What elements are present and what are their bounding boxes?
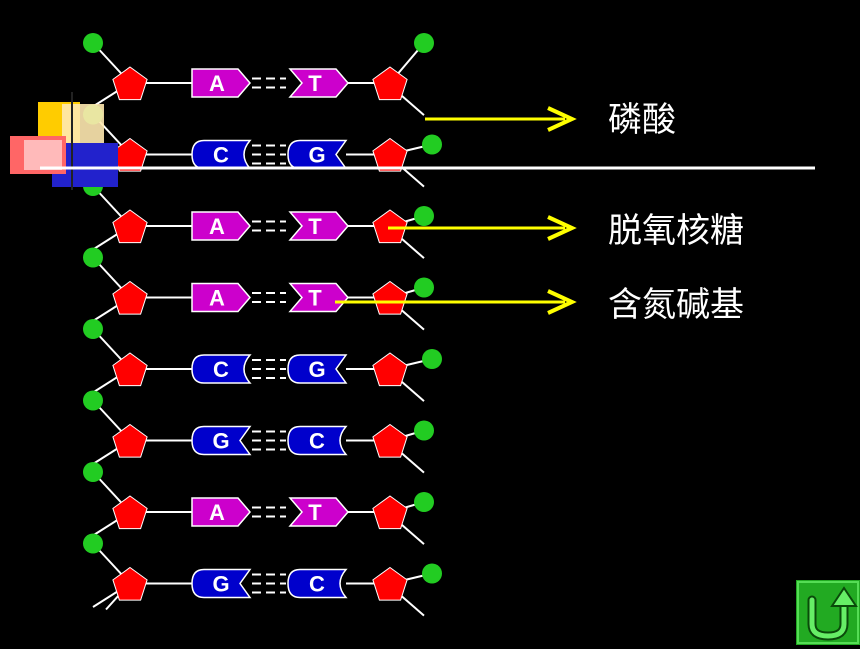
deoxyribose-pentagon <box>112 566 148 601</box>
base-G: G <box>191 425 252 456</box>
hydrogen-bond <box>252 573 286 594</box>
base-letter: T <box>308 214 322 239</box>
base-letter: C <box>309 572 325 597</box>
phosphate-circle <box>414 492 434 512</box>
base-shape <box>287 354 348 384</box>
hydrogen-bond <box>252 292 286 303</box>
phosphate-circle <box>414 33 434 53</box>
base-pair-rungs: A T C G A T A T C G G C A T G C <box>144 68 378 599</box>
phosphate-circle <box>83 247 103 268</box>
deoxyribose-label: 脱氧核糖 <box>608 211 744 251</box>
base-letter: C <box>213 357 229 382</box>
base-shape <box>191 497 251 527</box>
back-button[interactable] <box>796 580 860 645</box>
base-A: A <box>191 282 251 313</box>
base-shape <box>288 282 349 313</box>
phosphate-circle <box>83 462 103 482</box>
hydrogen-bond <box>252 506 286 518</box>
deoxyribose-pentagon <box>372 495 408 530</box>
base-C: C <box>191 354 252 384</box>
base-letter: G <box>308 143 325 168</box>
phosphate-circle <box>83 319 103 339</box>
base-T: T <box>288 497 349 527</box>
base-letter: G <box>308 357 325 382</box>
deoxyribose-sugars <box>112 66 408 601</box>
slide-decoration <box>10 92 815 190</box>
base-letter: A <box>209 286 225 311</box>
phosphate-circle <box>83 533 103 554</box>
deoxyribose-pentagon <box>112 280 148 315</box>
backbone-lines <box>92 42 433 617</box>
deoxyribose-pentagon <box>112 352 148 387</box>
base-letter: T <box>308 71 322 96</box>
base-letter: T <box>308 286 322 311</box>
deoxyribose-pentagon <box>372 423 408 458</box>
deoxyribose-pentagon <box>372 137 408 172</box>
hydrogen-bond <box>252 220 286 232</box>
base-T: T <box>288 282 349 313</box>
base-C: C <box>287 425 348 456</box>
base-T: T <box>288 211 349 241</box>
base-shape <box>288 211 349 241</box>
base-letter: A <box>209 214 225 239</box>
deoxyribose-pentagon <box>112 209 148 244</box>
phosphate-circle <box>414 206 434 226</box>
base-shape <box>287 568 348 599</box>
deoxyribose-pentagon <box>112 423 148 458</box>
base-G: G <box>287 354 348 384</box>
base-shape <box>191 354 252 384</box>
base-label: 含氮碱基 <box>608 285 744 325</box>
base-shape <box>191 282 251 313</box>
phosphate-arrow <box>425 106 577 132</box>
base-shape <box>191 211 251 241</box>
base-letter: G <box>212 429 229 454</box>
base-shape <box>191 68 251 98</box>
base-shape <box>191 568 252 599</box>
label-arrows <box>335 106 577 315</box>
deoxyribose-pentagon <box>372 209 408 244</box>
base-shape <box>288 497 349 527</box>
deoxyribose-pentagon <box>372 66 408 101</box>
base-shape <box>287 425 348 456</box>
base-A: A <box>191 497 251 527</box>
base-letter: A <box>209 500 225 525</box>
base-T: T <box>288 68 349 98</box>
deoxyribose-arrow <box>388 215 577 241</box>
deoxyribose-pentagon <box>372 566 408 601</box>
phosphate-circle <box>83 33 103 53</box>
hydrogen-bond <box>252 77 286 89</box>
hydrogen-bond <box>252 430 286 451</box>
base-G: G <box>287 139 348 170</box>
phosphate-circle <box>422 349 442 369</box>
base-letter: C <box>309 429 325 454</box>
u-turn-arrow-icon <box>796 580 860 645</box>
base-letter: C <box>213 143 229 168</box>
phosphate-circle <box>422 563 442 584</box>
phosphate-circle <box>414 420 434 441</box>
deoxyribose-pentagon <box>112 66 148 101</box>
deoxyribose-pentagon <box>372 280 408 315</box>
hydrogen-bond <box>252 144 286 165</box>
base-shape <box>288 68 349 98</box>
base-A: A <box>191 68 251 98</box>
phosphate-circle <box>422 134 442 155</box>
deoxyribose-pentagon <box>112 137 148 172</box>
base-letter: G <box>212 572 229 597</box>
base-C: C <box>287 568 348 599</box>
deoxyribose-pentagon <box>112 495 148 530</box>
base-A: A <box>191 211 251 241</box>
base-shape <box>191 425 252 456</box>
base-letter: A <box>209 71 225 96</box>
base-C: C <box>191 139 252 170</box>
hydrogen-bond <box>252 359 286 379</box>
base-letter: T <box>308 500 322 525</box>
phosphate-label: 磷酸 <box>608 100 676 140</box>
phosphate-circle <box>414 277 434 298</box>
phosphate-circle <box>83 390 103 411</box>
deoxyribose-pentagon <box>372 352 408 387</box>
base-arrow <box>335 289 577 315</box>
base-G: G <box>191 568 252 599</box>
